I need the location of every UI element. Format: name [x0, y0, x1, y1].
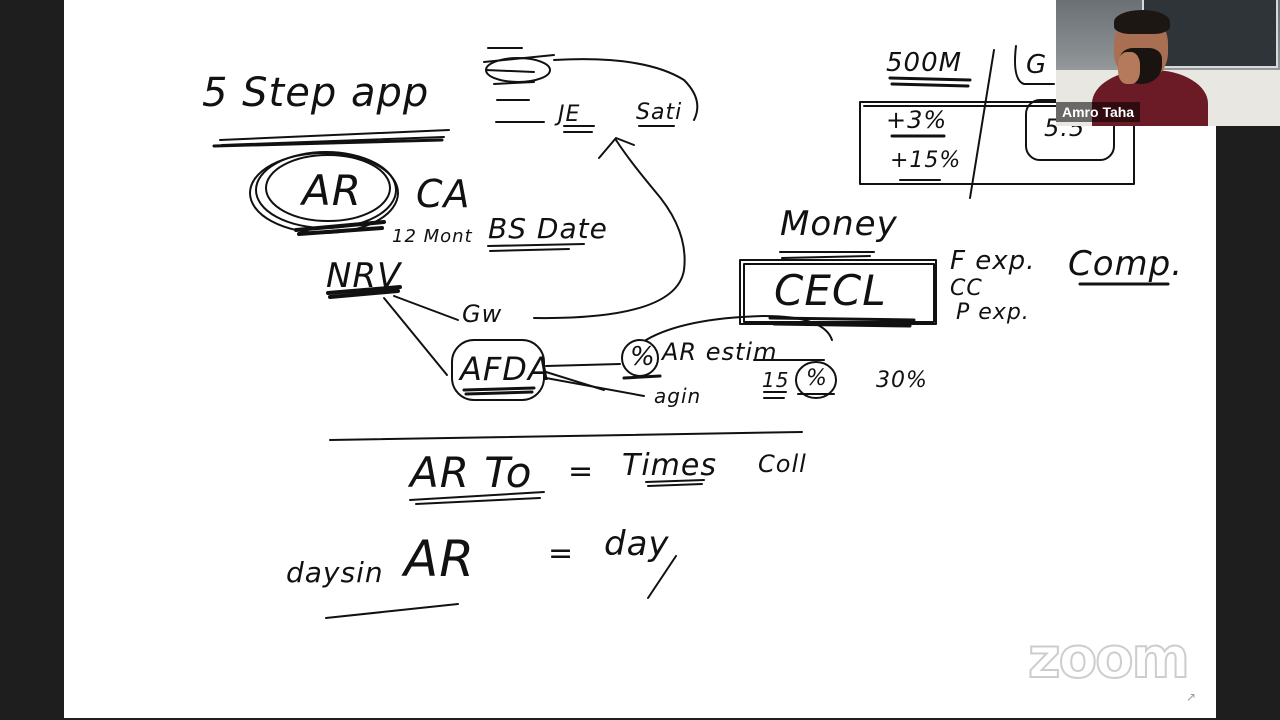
- nrv-underline: [326, 285, 402, 299]
- sati-label: Sati: [636, 100, 683, 125]
- participant-video-tile[interactable]: Amro Taha: [1056, 0, 1280, 126]
- five-hundred-underline: [888, 76, 972, 88]
- afda-label: AFDA: [460, 350, 551, 388]
- afda-to-pct: [545, 363, 621, 367]
- cecl-box-2: [743, 263, 935, 323]
- je-scribbles: [483, 47, 555, 123]
- nrv-to-gw: [393, 295, 459, 321]
- ar2-label: AR: [404, 530, 475, 588]
- five-hundred-label: 500M: [886, 48, 963, 78]
- bsdate-underline: [487, 243, 585, 252]
- plus15-label: +15%: [890, 148, 962, 173]
- title-underline-2: [212, 138, 444, 148]
- twelve-month-label: 12 Mont: [392, 226, 473, 247]
- cc-label: CC: [950, 276, 983, 301]
- g-box: [1014, 45, 1055, 85]
- je-label: JE: [558, 102, 581, 127]
- cecl-underline: [768, 316, 916, 328]
- title-text: 5 Step app: [202, 70, 430, 116]
- pct-label: %: [630, 342, 656, 372]
- expand-corner-icon[interactable]: ↗: [1186, 690, 1197, 704]
- g-label: G: [1026, 50, 1048, 80]
- days-in-label: daysin: [286, 556, 384, 589]
- participant-hand: [1118, 52, 1140, 84]
- cecl-label: CECL: [774, 266, 887, 315]
- afda-underline: [462, 386, 536, 396]
- nrv-to-afda: [383, 297, 448, 376]
- coll-label: Coll: [758, 450, 807, 478]
- ar-estim-label: AR estim: [662, 338, 778, 366]
- gw-curve: [533, 139, 686, 320]
- whiteboard-canvas[interactable]: 5 Step app AR CA 12 Mont BS Date JE Sati…: [64, 0, 1216, 718]
- participant-name-label: Amro Taha: [1056, 102, 1141, 122]
- je-arrow: [598, 137, 635, 159]
- table-divider-v: [969, 49, 995, 199]
- pct-underline: [622, 374, 662, 380]
- thirty-label: 30%: [876, 368, 928, 393]
- nrv-label: NRV: [326, 256, 402, 296]
- money-label: Money: [780, 204, 898, 244]
- day-slash: [647, 555, 677, 599]
- afda-to-aging-2: [545, 371, 605, 391]
- fifteen-label: 15: [762, 368, 790, 392]
- f-exp-label: F exp.: [950, 246, 1036, 276]
- gw-label: Gw: [462, 300, 503, 328]
- left-letterbox: [0, 0, 64, 720]
- zoom-logo: zoom: [1027, 625, 1191, 692]
- participant-hair: [1114, 10, 1170, 34]
- pct-small-label: %: [806, 366, 828, 391]
- aging-label: agin: [654, 384, 702, 408]
- times-underline: [645, 479, 705, 487]
- times-label: Times: [622, 448, 717, 483]
- ca-label: CA: [416, 172, 471, 216]
- ar-circle-underline: [294, 220, 386, 236]
- table-outer: [859, 101, 1135, 185]
- ar-to-label: AR To: [410, 448, 533, 497]
- ar-circle-label: AR: [302, 166, 362, 215]
- je-top-curve: [553, 58, 699, 121]
- fifteen-underline: [763, 391, 835, 399]
- plus3-label: +3%: [886, 106, 948, 134]
- je-loop: [485, 57, 551, 83]
- p-exp-label: P exp.: [956, 300, 1030, 325]
- comp-label: Comp.: [1068, 244, 1184, 284]
- ink-strokes: [212, 45, 1170, 619]
- equals-1: =: [568, 454, 595, 489]
- equals-2: =: [548, 536, 575, 571]
- divider-line: [329, 431, 803, 441]
- afda-box: [451, 339, 545, 401]
- bsdate-label: BS Date: [488, 212, 608, 245]
- ar-circle-2: [265, 154, 391, 222]
- money-underline: [779, 251, 875, 259]
- fifteen-circle: [795, 361, 837, 399]
- arto-underline: [409, 491, 545, 505]
- day-label: day: [604, 524, 670, 564]
- daysinar-underline: [325, 603, 459, 619]
- je-underline: [563, 125, 595, 133]
